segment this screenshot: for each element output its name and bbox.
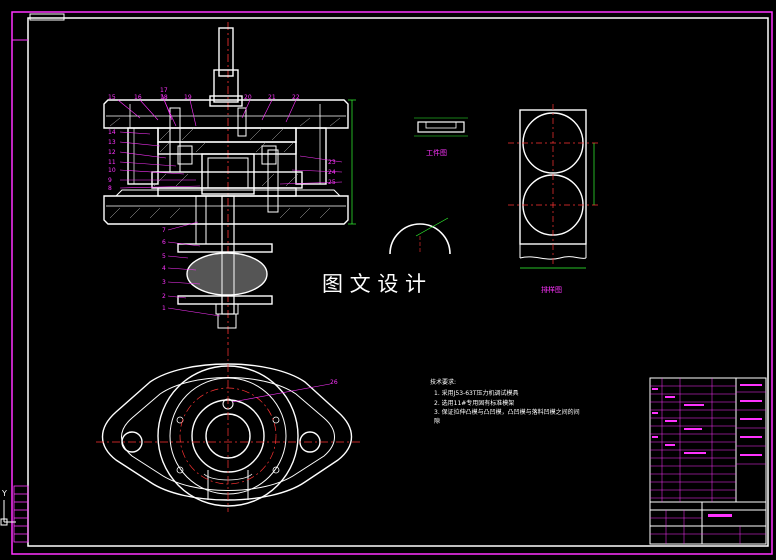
part-number: 21 <box>268 94 276 101</box>
note-line: 2. 选用11#专用固有标准模架 <box>434 399 514 407</box>
part-number: 17 <box>160 87 168 94</box>
part-number: 11 <box>108 159 116 166</box>
note-line: 3. 保证拉伸凸模与凸凹模，凸凹模与落料凹模之间的间 <box>434 408 580 416</box>
part-number: 8 <box>108 185 112 192</box>
plan-view <box>101 363 353 507</box>
part-number: 3 <box>162 279 166 286</box>
drawing-frame <box>27 17 769 547</box>
part-number: 12 <box>108 149 116 156</box>
left-margin-strip <box>13 485 29 543</box>
title-block-fill-marks <box>652 384 762 517</box>
strip-layout-centerlines <box>508 104 598 264</box>
part-numbers-left: 15 16 17 18 19 14 13 12 11 10 9 8 7 6 5 … <box>108 87 192 312</box>
leader-line <box>231 383 331 403</box>
part-number: 20 <box>244 94 252 101</box>
note-line: 隙 <box>434 417 440 425</box>
strip-layout-dims <box>520 143 595 269</box>
title-block <box>649 377 767 545</box>
part-number: 25 <box>328 179 336 186</box>
section-hatching <box>109 117 341 219</box>
part-number: 10 <box>108 167 116 174</box>
workpiece-label: 工件图 <box>426 148 447 157</box>
plan-view-centerlines <box>96 348 360 512</box>
workpiece-drawing <box>414 117 468 137</box>
axis-y-glyph: Y <box>1 489 7 498</box>
part-number: 15 <box>108 94 116 101</box>
part-number: 13 <box>108 139 116 146</box>
layout-label: 排样图 <box>541 285 562 294</box>
part-number: 18 <box>160 94 168 101</box>
part-number: 5 <box>162 253 166 260</box>
notes-title: 技术要求: <box>430 378 456 386</box>
part-number: 1 <box>162 305 166 312</box>
part-number: 6 <box>162 239 166 246</box>
part-number: 16 <box>134 94 142 101</box>
part-numbers-right: 20 21 22 23 24 25 <box>244 94 336 186</box>
part-number: 7 <box>162 227 166 234</box>
leader-lines <box>117 93 343 317</box>
watermark: 图 文 设 计 <box>322 272 426 296</box>
part-number: 9 <box>108 177 112 184</box>
front-section-view <box>103 22 356 345</box>
part-number: 4 <box>162 265 166 272</box>
part-number: 22 <box>292 94 300 101</box>
part-number: 24 <box>328 169 336 176</box>
part-number: 23 <box>328 159 336 166</box>
sheet-outer-border <box>11 11 773 555</box>
part-number: 26 <box>330 379 338 386</box>
detail-arc <box>389 217 451 255</box>
part-number: 19 <box>184 94 192 101</box>
part-number: 2 <box>162 293 166 300</box>
title-block-rows <box>650 378 766 544</box>
part-number: 14 <box>108 129 116 136</box>
note-line: 1. 采用J53-63T压力机调试模具 <box>434 389 519 397</box>
technical-notes: 技术要求: 1. 采用J53-63T压力机调试模具 2. 选用11#专用固有标准… <box>430 378 580 425</box>
axis-indicator <box>0 500 16 526</box>
top-tab <box>29 13 65 21</box>
